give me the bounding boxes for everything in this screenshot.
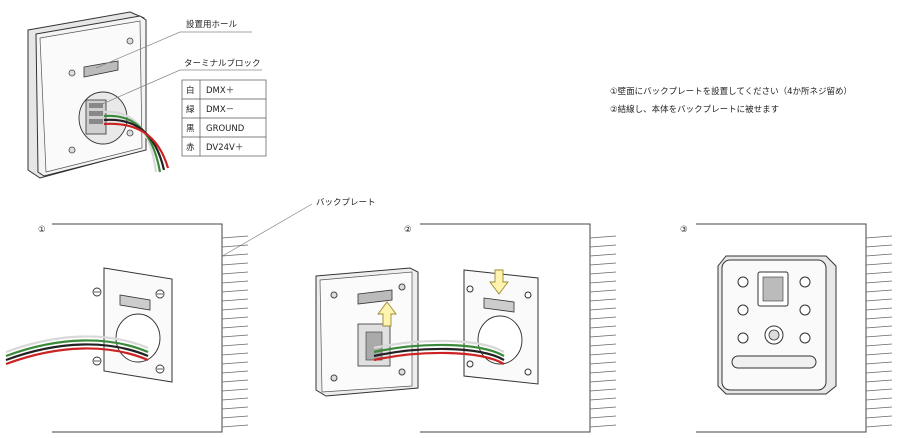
wall-hatch-line <box>589 388 617 392</box>
wall-hatch-line <box>589 316 617 320</box>
wall-hatch-line <box>589 253 617 257</box>
wall-hatch-line <box>221 316 249 320</box>
wall-hatch-line <box>221 244 249 248</box>
wall-hatch-line <box>221 280 249 284</box>
wall-hatch-line <box>589 280 617 284</box>
wall-hatch-line <box>589 424 617 428</box>
wall-hatch-line <box>865 262 893 266</box>
wall-hatch-line <box>221 343 249 347</box>
wall-hatch-line <box>865 298 893 302</box>
wall-hatch-line <box>221 325 249 329</box>
wall-hatch-line <box>589 235 617 239</box>
wall-hatch-line <box>865 370 893 374</box>
wall-hatch-line <box>865 307 893 311</box>
wall-hatch-line <box>221 397 249 401</box>
wall-hatch-line <box>865 253 893 257</box>
table-cell-signal: DMX－ <box>206 105 234 115</box>
wall-hatch-line <box>589 406 617 410</box>
wall-hatch-line <box>589 415 617 419</box>
wall-hatch-line <box>589 289 617 293</box>
wall-hatch-line <box>221 262 249 266</box>
step1-screws <box>92 287 165 374</box>
wall-hatch-line <box>589 397 617 401</box>
wall-hatch-line <box>221 361 249 365</box>
wall-hatch-line <box>865 361 893 365</box>
wall-hatch-line <box>221 253 249 257</box>
wall-hatch-line <box>865 388 893 392</box>
wall-hatch-line <box>589 325 617 329</box>
wall-hatch-line <box>589 334 617 338</box>
wall-hatch-line <box>221 388 249 392</box>
wall-hatch-line <box>221 271 249 275</box>
device-back-view <box>27 11 170 179</box>
wall-hatch-line <box>589 298 617 302</box>
wall-hatch-line <box>865 352 893 356</box>
wall-hatch-line <box>589 262 617 266</box>
wall-hatch-line <box>221 307 249 311</box>
wall-hatch-line <box>221 415 249 419</box>
table-cell-signal: DMX＋ <box>206 86 234 96</box>
label-mount-hole: 設置用ホール <box>186 19 238 30</box>
step2-device-body <box>315 267 419 397</box>
label-back-plate: バックプレート <box>316 198 376 208</box>
table-cell-color: 赤 <box>186 143 195 153</box>
wall-hatch-line <box>221 334 249 338</box>
wall-hatch-line <box>221 352 249 356</box>
wall-hatch-line <box>865 343 893 347</box>
wall-hatch-line <box>589 361 617 365</box>
wall-hatch-line <box>865 397 893 401</box>
wall-hatch-line <box>221 289 249 293</box>
wall-hatch-line <box>865 406 893 410</box>
step-number: ③ <box>680 225 688 235</box>
wall-hatch-line <box>221 406 249 410</box>
step-number: ① <box>38 225 46 235</box>
wall-hatch-line <box>589 379 617 383</box>
wall-hatch-line <box>865 415 893 419</box>
step1-back-plate <box>103 267 173 383</box>
wall-hatch-line <box>865 424 893 428</box>
wall-hatch-line <box>221 370 249 374</box>
wall-hatch-line <box>865 289 893 293</box>
wall-hatch-line <box>589 307 617 311</box>
wall-hatch-line <box>865 334 893 338</box>
wall-hatch-line <box>865 271 893 275</box>
wall-hatch-line <box>589 244 617 248</box>
table-cell-color: 白 <box>186 85 195 96</box>
arrow-down-icon <box>489 269 509 295</box>
label-terminal-block: ターミナルブロック <box>184 58 261 69</box>
wall-hatch-line <box>865 316 893 320</box>
step3-device-front <box>717 255 837 395</box>
wall-hatch-line <box>865 280 893 284</box>
arrow-up-icon <box>377 301 397 327</box>
table-cell-signal: DV24V＋ <box>206 143 243 153</box>
wall-hatch-line <box>589 271 617 275</box>
step1-wires <box>5 335 149 366</box>
wall-hatch-line <box>865 235 893 239</box>
instruction-step-2: ②結線し、本体をバックプレートに被せます <box>610 105 780 115</box>
table-cell-color: 緑 <box>186 104 195 115</box>
wall-hatch-line <box>221 298 249 302</box>
wall-hatch-line <box>221 379 249 383</box>
step2-wires <box>373 339 505 365</box>
table-cell-color: 黒 <box>186 124 195 134</box>
wall-hatch-line <box>221 424 249 428</box>
step-number: ② <box>404 225 412 235</box>
wall-hatch-line <box>865 325 893 329</box>
wall-hatch-line <box>589 370 617 374</box>
table-cell-signal: GROUND <box>206 124 245 134</box>
wall-hatch-line <box>865 379 893 383</box>
wall-hatch-line <box>589 343 617 347</box>
terminal-table: 白 DMX＋ 緑 DMX－ 黒 GROUND 赤 DV24V＋ <box>181 79 267 157</box>
wall-hatch-line <box>221 235 249 239</box>
leader-lines-top <box>95 31 262 106</box>
wall-hatch-line <box>865 244 893 248</box>
instruction-step-1: ①壁面にバックプレートを設置してください（4か所ネジ留め） <box>610 87 853 97</box>
wall-hatch-line <box>589 352 617 356</box>
